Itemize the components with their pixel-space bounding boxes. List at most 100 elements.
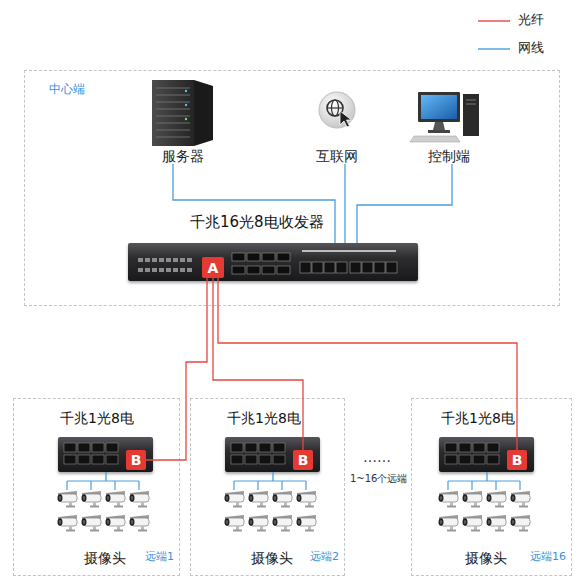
network-cable: [105, 472, 106, 481]
cameras: [58, 491, 531, 532]
internet-drawing: [319, 92, 355, 128]
globe-outline: [327, 100, 343, 116]
center-region: 中心端服务器互联网控制端千兆16光8电收发器A: [24, 70, 560, 306]
region-label: 中心端: [49, 82, 85, 96]
camera-bracket: [234, 481, 306, 490]
fiber-ports: [232, 266, 290, 274]
badge-letter: B: [131, 452, 142, 468]
server-slots: [156, 88, 190, 137]
camera-group: 摄像头: [433, 481, 539, 566]
device-title: 千兆1光8电: [227, 410, 301, 427]
camera-icon: [463, 491, 483, 508]
camera-icon: [130, 491, 150, 508]
camera-icon: [511, 515, 531, 532]
device-label: 控制端: [412, 148, 485, 164]
camera-bracket: [448, 481, 520, 490]
legend-swatches: [478, 21, 510, 49]
network-cable: [344, 164, 345, 243]
monitor-screen: [421, 95, 457, 119]
ethernet-ports: [231, 455, 285, 464]
camera-icon: [439, 515, 459, 532]
fiber-link: [213, 278, 303, 450]
region-label: 远端16: [530, 550, 566, 563]
fiber-link: [218, 278, 517, 450]
camera-icon: [58, 491, 78, 508]
device-title: 千兆16光8电收发器: [190, 213, 324, 231]
monitor-stand: [433, 122, 445, 130]
device-label: 互联网: [305, 148, 369, 164]
badge-letter: B: [512, 452, 523, 468]
camera-wiring: [67, 481, 520, 490]
camera-icon: [273, 515, 293, 532]
region-label: 远端2: [310, 550, 339, 563]
camera-group: 摄像头: [52, 481, 158, 566]
camera-icon: [487, 491, 507, 508]
monitor-base: [428, 130, 450, 133]
status-leds: [138, 268, 192, 272]
device-title: 千兆1光8电: [441, 410, 515, 427]
remote-device-ports: [64, 443, 499, 464]
camera-group: 摄像头: [219, 481, 325, 566]
network-cable: [173, 164, 335, 243]
camera-bracket: [67, 481, 139, 490]
server-led: [185, 104, 187, 106]
badge-letter: B: [298, 452, 309, 468]
remote-region: 远端2千兆1光8电B摄像头: [190, 398, 345, 576]
globe-meridian: [332, 100, 339, 116]
camera-icon: [297, 515, 317, 532]
camera-icon: [249, 515, 269, 532]
ethernet-ports: [64, 443, 118, 452]
camera-label: 摄像头: [52, 550, 158, 566]
media-converter: 千兆1光8电B: [225, 437, 320, 472]
camera-label: 摄像头: [433, 550, 539, 566]
fiber-ports: [232, 253, 290, 261]
ethernet-ports: [445, 443, 499, 452]
ellipsis-mark: ……: [363, 449, 391, 465]
port-badge: B: [507, 450, 527, 470]
control-node: 控制端: [412, 88, 485, 164]
ethernet-ports: [231, 443, 285, 452]
region-label: 远端1: [145, 550, 174, 563]
server-node: 服务器: [140, 76, 225, 164]
camera-icon: [487, 515, 507, 532]
keyboard: [410, 136, 460, 142]
camera-icon: [130, 515, 150, 532]
camera-icon: [225, 515, 245, 532]
server-front: [152, 80, 194, 146]
camera-icon: [463, 515, 483, 532]
camera-icon: [225, 491, 245, 508]
camera-icon: [249, 491, 269, 508]
status-leds: [138, 258, 192, 262]
transceiver-box: 千兆16光8电收发器A: [128, 243, 418, 281]
monitor-frame: [418, 92, 460, 122]
camera-icon: [106, 491, 126, 508]
remote-region: 远端1 千兆1光8电 B 摄像头: [13, 398, 180, 576]
network-cable: [486, 472, 487, 481]
globe-disc: [319, 92, 355, 128]
server-led: [185, 118, 187, 120]
badge-letter: A: [208, 260, 219, 276]
camera-icon: [297, 491, 317, 508]
server-drawing: [152, 80, 213, 146]
legend-text: 网线: [518, 40, 544, 56]
legend-text: 光纤: [518, 12, 544, 28]
device-title: 千兆1光8电: [60, 410, 134, 427]
fiber-line-sample: [478, 20, 510, 21]
globe-equator: [327, 107, 343, 108]
cable-line-sample: [478, 48, 510, 49]
cursor-arrow: [340, 111, 352, 127]
port-badge: A: [202, 257, 224, 278]
camera-icon: [106, 515, 126, 532]
camera-label: 摄像头: [219, 550, 325, 566]
camera-icon: [82, 515, 102, 532]
media-converter: 千兆1光8电B: [439, 437, 534, 472]
camera-icon: [273, 491, 293, 508]
server-led: [185, 90, 187, 92]
tower-drive: [466, 100, 476, 104]
device-label: 服务器: [140, 148, 225, 164]
pc-tower: [463, 94, 479, 136]
